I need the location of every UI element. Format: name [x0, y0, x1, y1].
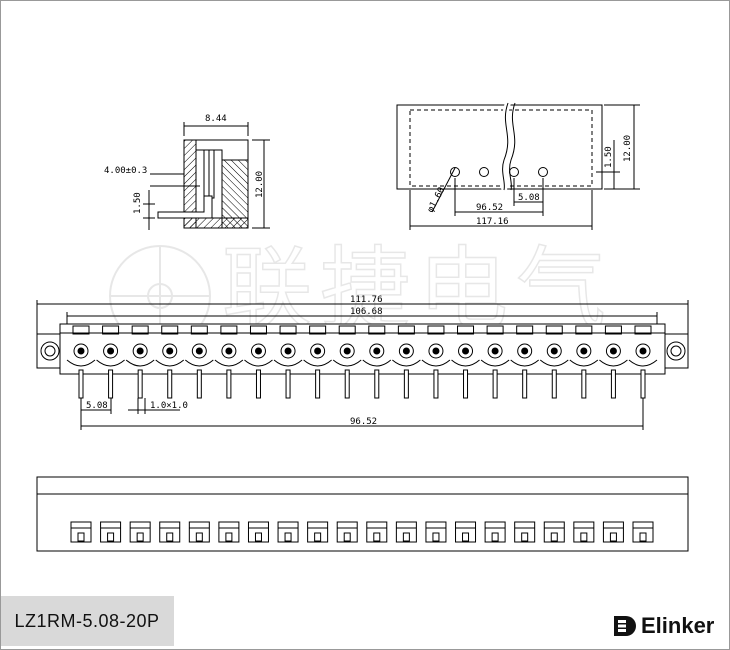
front-pin [244, 325, 273, 399]
front-pin [392, 325, 421, 399]
bottom-pin [602, 521, 624, 543]
side-pin-dia-dim: 1.50 [133, 192, 143, 214]
bottom-pin [218, 521, 240, 543]
hole-span-dim: 96.52 [476, 203, 503, 213]
bottom-pin [514, 521, 536, 543]
front-pin [539, 325, 569, 399]
front-pin [96, 325, 125, 399]
bottom-pin [336, 521, 358, 543]
front-overall-dim: 111.76 [350, 295, 383, 305]
front-bottom-dims [80, 398, 644, 430]
hole-length-dim: 117.16 [476, 217, 509, 227]
side-width-dim: 8.44 [205, 114, 227, 124]
brand-logo-icon [614, 616, 636, 636]
front-pin [66, 325, 96, 399]
bottom-pin [277, 521, 299, 543]
bottom-pin [366, 521, 388, 543]
hole-pitch-dim: 5.08 [518, 193, 540, 203]
front-pin [214, 325, 244, 399]
side-height-dim: 12.00 [255, 171, 265, 198]
brand-logo: Elinker [612, 612, 714, 640]
bottom-pin [632, 521, 654, 543]
front-pin [332, 325, 362, 399]
bottom-pin [425, 521, 447, 543]
bottom-pin [100, 521, 122, 543]
side-section-view [143, 122, 270, 230]
bottom-pin [395, 521, 417, 543]
bottom-pin [159, 521, 181, 543]
hole-height-dim: 12.00 [623, 135, 633, 162]
front-pin [451, 325, 480, 399]
bottom-view [36, 476, 689, 552]
bottom-pin [543, 521, 565, 543]
hole-step-dim: 1.50 [604, 146, 614, 168]
bottom-pin [307, 521, 329, 543]
hole-dia-dim: φ1.60 [426, 186, 448, 215]
front-pin [480, 325, 510, 399]
front-pin [303, 325, 332, 399]
front-pin [421, 325, 451, 399]
bottom-pin [188, 521, 210, 543]
part-number-label: LZ1RM-5.08-20P [0, 596, 174, 646]
front-pin [155, 325, 185, 399]
front-pin [569, 325, 599, 399]
front-pin-size-dim: 1.0×1.0 [150, 401, 188, 411]
front-pin [362, 325, 392, 399]
front-pin [599, 325, 628, 399]
front-inner-dim: 106.68 [350, 307, 383, 317]
bottom-pins [70, 521, 654, 543]
hole-layout-view [396, 101, 640, 230]
bottom-pin [484, 521, 506, 543]
front-span-dim: 96.52 [350, 417, 377, 427]
brand-name: Elinker [641, 613, 715, 638]
front-view [36, 300, 689, 375]
bottom-pin [70, 521, 92, 543]
side-pin-offset-dim: 4.00±0.3 [104, 166, 147, 176]
bottom-pin [455, 521, 477, 543]
bottom-pin [247, 521, 269, 543]
front-pin [510, 325, 540, 399]
front-pin [184, 325, 214, 399]
bottom-pin [129, 521, 151, 543]
front-pin [273, 325, 303, 399]
front-pins [66, 325, 658, 399]
front-pin [628, 325, 658, 399]
bottom-pin [573, 521, 595, 543]
front-pin [125, 325, 155, 399]
front-pitch-dim: 5.08 [86, 401, 108, 411]
